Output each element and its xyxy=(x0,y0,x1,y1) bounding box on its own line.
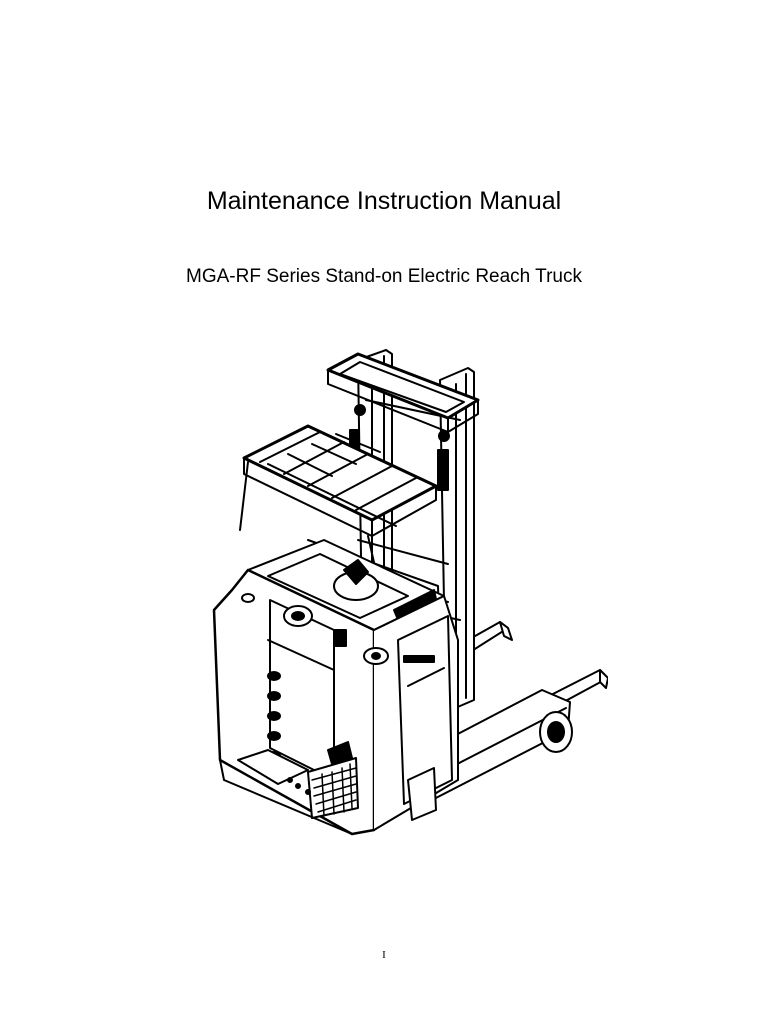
mast-top-frame xyxy=(326,352,480,442)
reach-truck-illustration xyxy=(212,349,608,836)
page-number: I xyxy=(382,949,386,961)
truck-body xyxy=(212,568,459,836)
document-subtitle: MGA-RF Series Stand-on Electric Reach Tr… xyxy=(186,266,582,287)
document-title: Maintenance Instruction Manual xyxy=(206,187,562,215)
vent-grille xyxy=(307,757,359,819)
drive-wheel xyxy=(407,767,437,821)
overhead-guard xyxy=(239,424,441,661)
